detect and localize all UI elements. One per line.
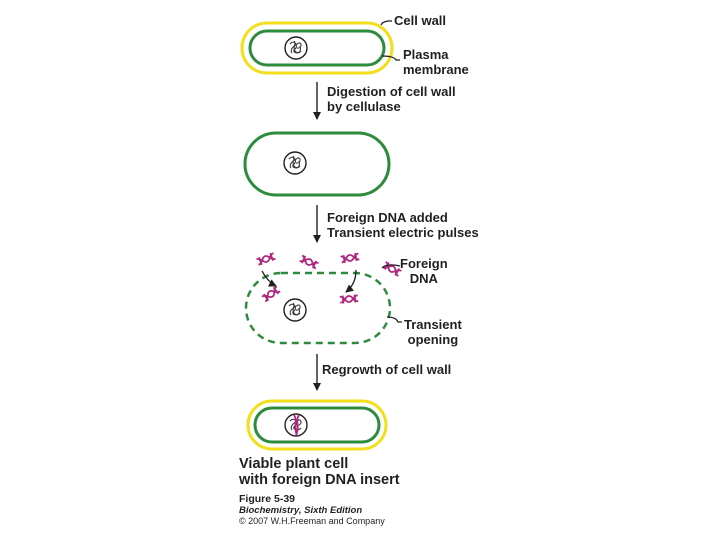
figure-book-title: Biochemistry, Sixth Edition (239, 505, 363, 516)
nucleus-icon (283, 298, 307, 322)
plasma-membrane-label-line2: membrane (403, 62, 469, 77)
plasma-membrane-shape (248, 29, 386, 67)
step3-label: Regrowth of cell wall (322, 362, 452, 377)
regrown-plasma-membrane-shape (253, 406, 381, 444)
dna-entry-arrow-right (345, 269, 357, 293)
dna-fragment-icon (340, 252, 360, 264)
recombinant-cell (246, 399, 388, 451)
plasma-membrane-label: Plasma membrane (403, 47, 469, 77)
plasma-membrane-pointer (381, 55, 400, 61)
transient-opening-pointer (386, 316, 402, 323)
nucleus-with-insert-icon (284, 413, 308, 437)
dna-fragment-icon (261, 285, 281, 303)
protoplast-membrane-shape (243, 131, 391, 197)
transient-opening-membrane (244, 271, 392, 345)
transient-opening-label-line1: Transient (404, 317, 462, 332)
step1-label-line2: by cellulase (327, 99, 401, 114)
foreign-dna-label-line1: Foreign (400, 256, 448, 271)
step2-label: Foreign DNA added Transient electric pul… (327, 210, 479, 240)
dna-entry-arrow-left (261, 270, 277, 287)
cell-wall-pointer (380, 20, 392, 26)
step2-label-line2: Transient electric pulses (327, 225, 479, 240)
foreign-dna-pointer (381, 264, 401, 269)
transient-opening-label: Transient opening (404, 317, 462, 347)
figure-number: Figure 5-39 (239, 493, 296, 505)
figure-copyright: © 2007 W.H.Freeman and Company (239, 516, 385, 526)
foreign-dna-label: Foreign DNA (400, 256, 448, 286)
foreign-dna-label-line2: DNA (409, 271, 438, 286)
figure-credit: Figure 5-39 Biochemistry, Sixth Edition … (239, 493, 385, 526)
step2-label-line1: Foreign DNA added (327, 210, 448, 225)
step1-label-line1: Digestion of cell wall (327, 84, 456, 99)
step1-label: Digestion of cell wall by cellulase (327, 84, 456, 114)
dna-fragment-icon (256, 252, 276, 266)
dna-fragment-icon (299, 254, 319, 270)
dna-fragment-icon (382, 261, 402, 277)
permeabilized-cell (244, 271, 392, 345)
transient-opening-label-line2: opening (407, 332, 459, 347)
nucleus-icon (284, 36, 308, 60)
plasma-membrane-label-line1: Plasma (403, 47, 449, 62)
result-caption: Viable plant cell with foreign DNA inser… (239, 456, 400, 488)
result-caption-line2: with foreign DNA insert (239, 472, 400, 488)
cell-wall-label: Cell wall (394, 13, 447, 28)
protoplast-cell (243, 131, 391, 197)
nucleus-icon (283, 151, 307, 175)
result-caption-line1: Viable plant cell (239, 456, 349, 472)
cell-with-wall (240, 21, 394, 75)
dna-fragment-icon (339, 294, 359, 304)
